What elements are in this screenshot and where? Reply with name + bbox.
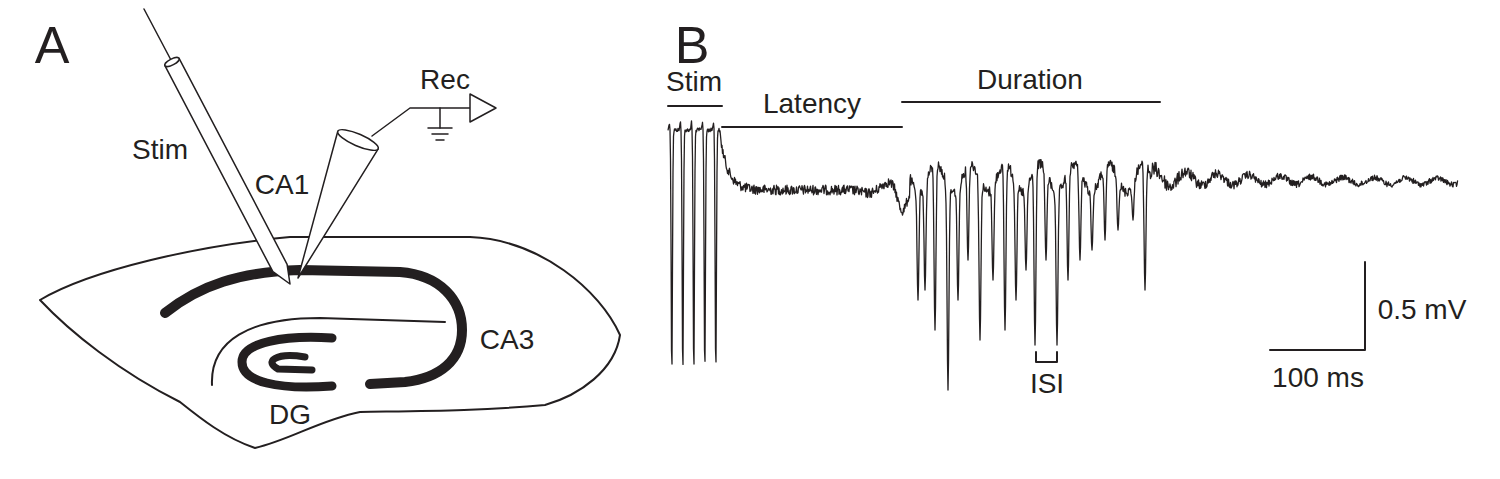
latency-bracket [722, 126, 902, 128]
electrode-label: Rec [420, 66, 470, 94]
scale-bar [1270, 262, 1365, 350]
isi-bracket [1036, 352, 1057, 362]
duration-bracket [902, 101, 1160, 103]
region-label: DG [269, 401, 311, 429]
region-label: CA3 [480, 326, 534, 354]
field-potential-trace [668, 121, 1458, 390]
electrode-label: Stim [132, 136, 188, 164]
stim-wire [144, 9, 172, 62]
phase-label: Duration [977, 66, 1083, 94]
amplifier-symbol [470, 94, 496, 122]
scale-label: 100 ms [1272, 364, 1364, 392]
phase-label: Latency [763, 90, 861, 118]
rec-wire [372, 108, 470, 136]
rec-electrode-cap [335, 126, 380, 155]
stim-bracket [668, 105, 722, 107]
pyramidal-layer [165, 270, 462, 384]
ground-symbol [428, 108, 452, 140]
scale-label: 0.5 mV [1378, 296, 1467, 324]
interval-label: ISI [1030, 370, 1064, 398]
slice-outline [40, 237, 620, 448]
rec-electrode [298, 131, 378, 278]
phase-label: Stim [666, 68, 722, 96]
panel-letter: B [675, 19, 710, 71]
dentate-layer [242, 337, 332, 387]
dentate-inner [272, 356, 312, 370]
stim-electrode-cap [164, 56, 181, 69]
panel-letter: A [35, 19, 70, 71]
region-label: CA1 [255, 171, 309, 199]
